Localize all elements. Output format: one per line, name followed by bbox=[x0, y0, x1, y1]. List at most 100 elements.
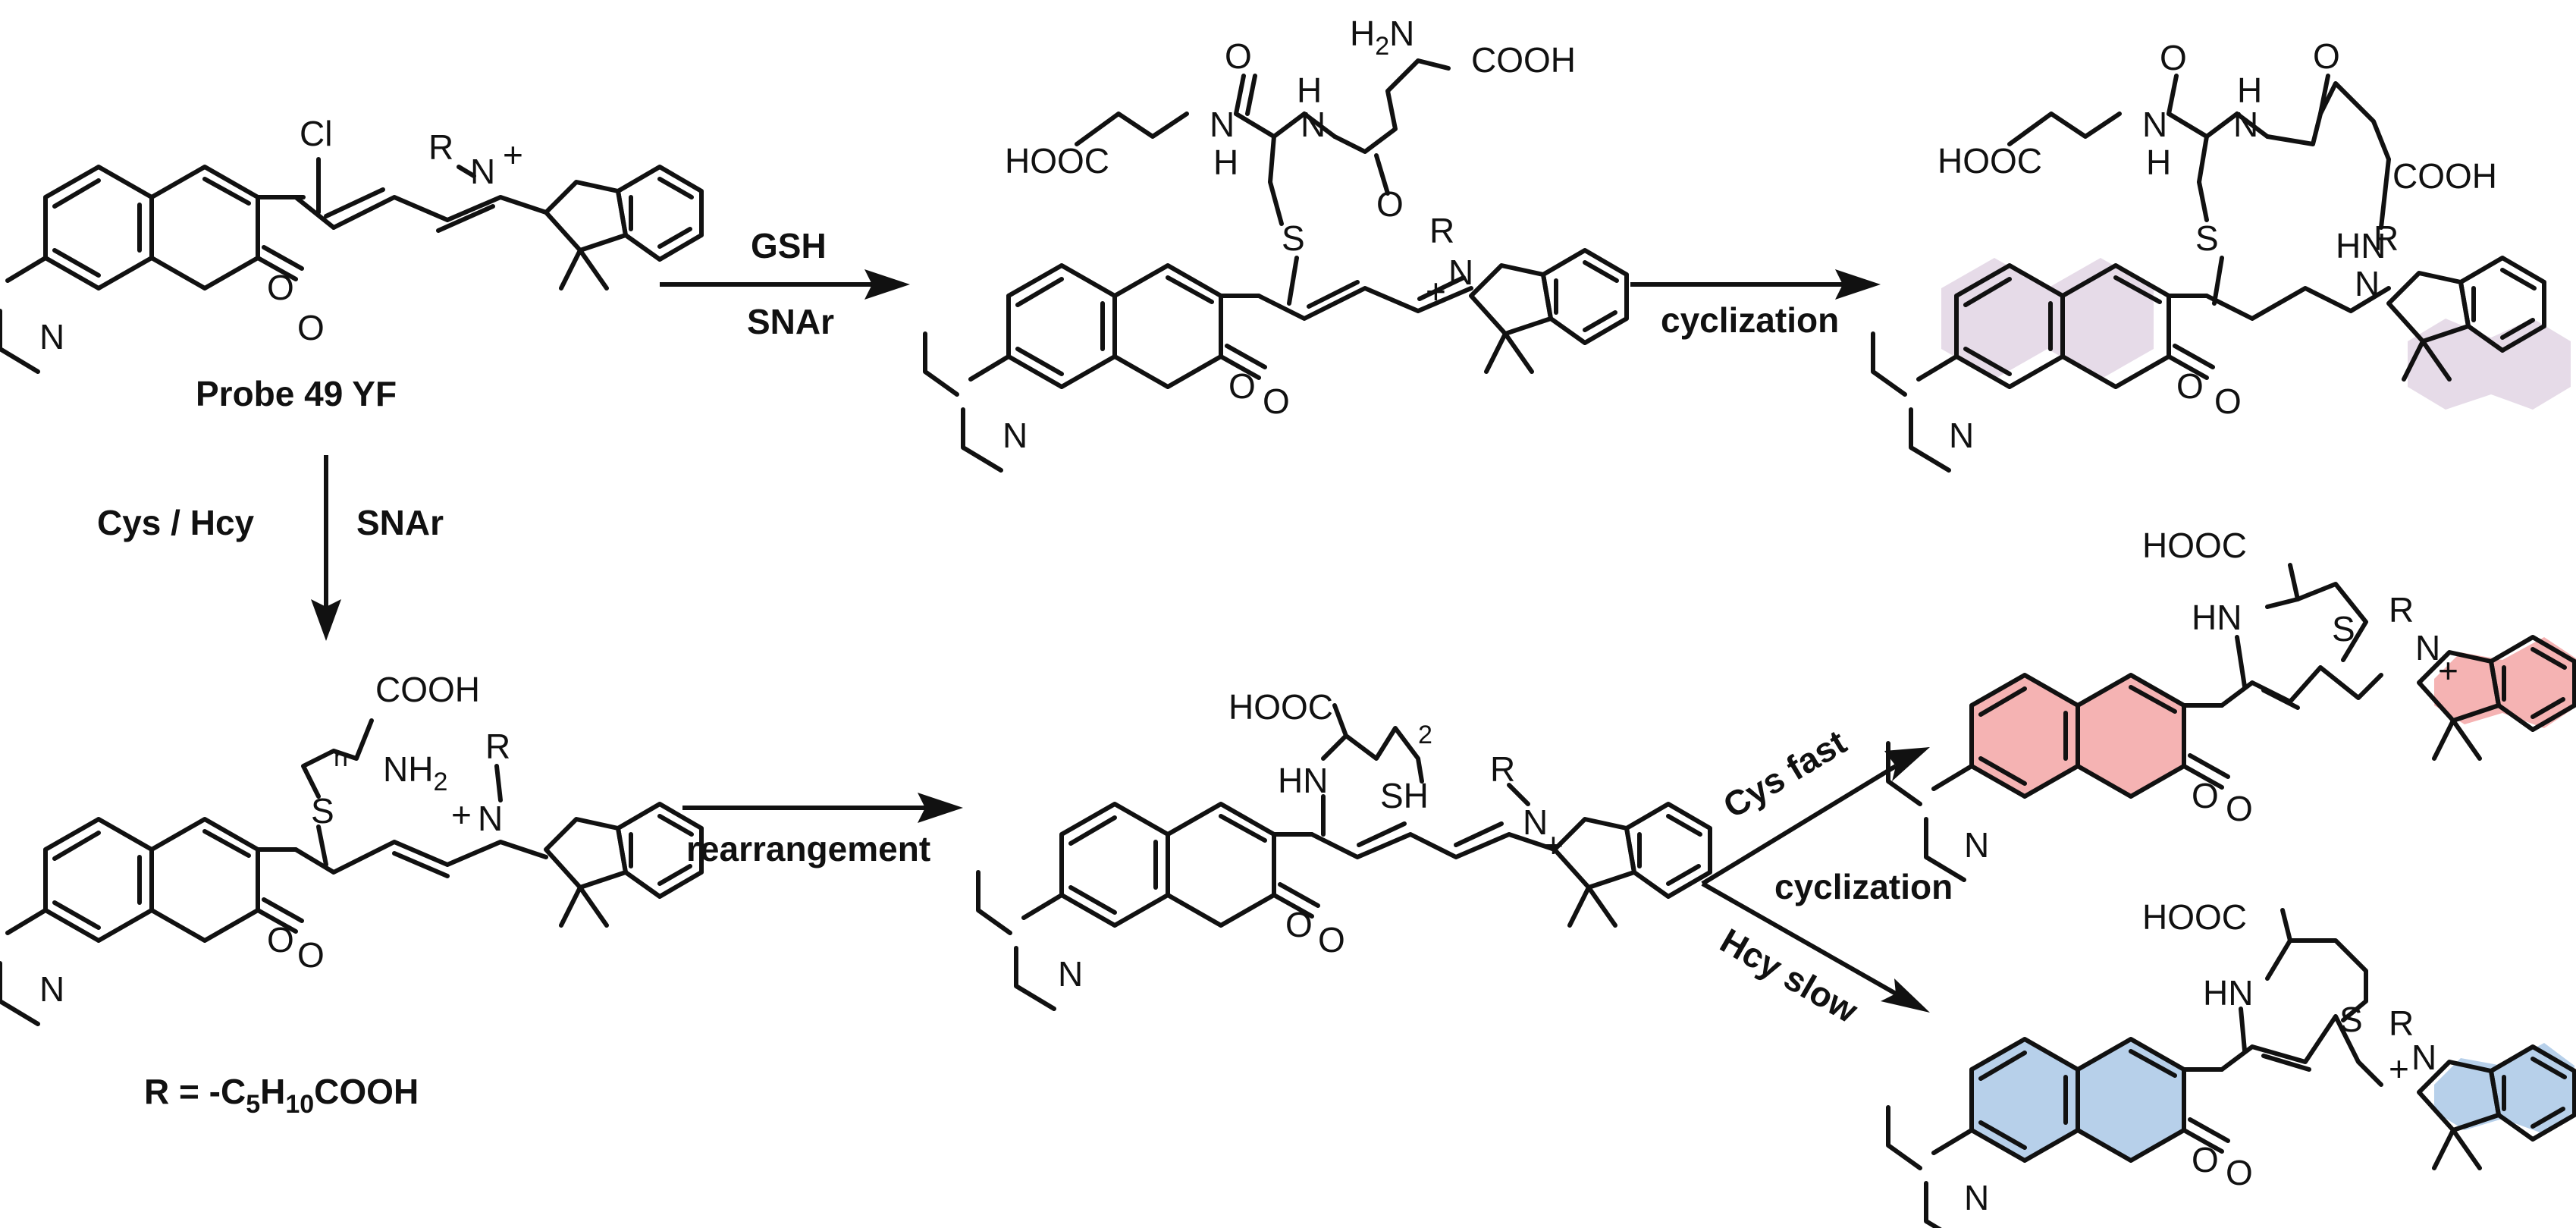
atom-n: N bbox=[39, 969, 64, 1009]
charge-plus: + bbox=[2438, 651, 2458, 690]
atom-r: R bbox=[485, 727, 510, 766]
atom-o: O bbox=[1263, 382, 1290, 421]
atom-o: O bbox=[2160, 38, 2187, 77]
atom-r: R bbox=[2389, 1003, 2414, 1043]
charge-plus: + bbox=[1543, 825, 1564, 865]
atom-s: S bbox=[2195, 218, 2219, 258]
label-sh: SH bbox=[1380, 776, 1429, 815]
cys-product-molecule: O O N HN S HOOC N + R bbox=[1888, 526, 2576, 880]
label-rearrangement: rearrangement bbox=[686, 829, 930, 868]
label-hn: HN bbox=[2192, 598, 2242, 637]
subscript-n: n bbox=[334, 743, 348, 772]
atom-n: N bbox=[1210, 105, 1235, 144]
atom-o: O bbox=[1285, 905, 1313, 944]
atom-o: O bbox=[297, 935, 325, 975]
atom-o: O bbox=[2192, 1140, 2219, 1179]
atom-n: N bbox=[478, 799, 503, 838]
atom-n: N bbox=[1523, 802, 1548, 842]
atom-r: R bbox=[428, 127, 453, 167]
atom-cl: Cl bbox=[300, 114, 332, 153]
label-hooc: HOOC bbox=[1937, 141, 2042, 181]
atom-n: N bbox=[1058, 954, 1083, 994]
atom-o: O bbox=[1228, 366, 1256, 406]
label-hooc: HOOC bbox=[2142, 526, 2247, 565]
atom-h: H bbox=[2237, 71, 2262, 110]
atom-h: H bbox=[1213, 143, 1238, 182]
label-cyclization-top: cyclization bbox=[1661, 300, 1839, 340]
atom-h: H bbox=[1297, 71, 1322, 110]
atom-n: N bbox=[470, 152, 495, 191]
label-hn: HN bbox=[1278, 761, 1328, 800]
label-hooc: HOOC bbox=[2142, 897, 2247, 937]
atom-n: N bbox=[39, 317, 64, 356]
label-cooh: COOH bbox=[2392, 156, 2497, 196]
atom-o: O bbox=[1318, 920, 1345, 959]
atom-n: N bbox=[1964, 1178, 1989, 1217]
atom-n: N bbox=[2411, 1038, 2436, 1077]
atom-o: O bbox=[2214, 382, 2242, 421]
atom-r: R bbox=[2389, 590, 2414, 630]
gsh-cyclized-molecule: O O N S N R HN N H HOOC O N H O COOH bbox=[1873, 36, 2571, 470]
atom-r: R bbox=[1490, 749, 1515, 789]
atom-n: N bbox=[1301, 105, 1326, 144]
label-h2n: H2N bbox=[1350, 14, 1414, 61]
atom-o: O bbox=[2176, 366, 2204, 406]
arrow-gsh: GSH SNAr bbox=[660, 226, 910, 341]
atom-o: O bbox=[2226, 1153, 2253, 1192]
atom-r: R bbox=[2374, 218, 2399, 258]
label-snar-left: SNAr bbox=[356, 503, 444, 542]
atom-o: O bbox=[2226, 789, 2253, 828]
label-hn: HN bbox=[2203, 973, 2253, 1013]
label-gsh: GSH bbox=[751, 226, 827, 265]
atom-h: H bbox=[2146, 143, 2171, 182]
charge-plus: + bbox=[1426, 272, 1446, 311]
atom-o: O bbox=[1225, 36, 1252, 76]
charge-plus: + bbox=[451, 795, 472, 834]
label-hcy-slow: Hcy slow bbox=[1714, 921, 1865, 1031]
atom-o: O bbox=[2192, 776, 2219, 815]
arrow-branch: Cys fast cyclization Hcy slow bbox=[1701, 722, 1953, 1031]
probe-molecule: O O N Cl N + R Probe 49 YF bbox=[0, 114, 701, 413]
label-nh2: NH2 bbox=[383, 749, 447, 796]
atom-n: N bbox=[2355, 264, 2380, 303]
label-snar-top: SNAr bbox=[747, 302, 834, 341]
atom-n: N bbox=[2233, 105, 2258, 144]
label-hooc: HOOC bbox=[1005, 141, 1109, 181]
label-cooh: COOH bbox=[375, 670, 480, 709]
amine-intermediate-molecule: O O N HN HOOC 2 SH N + R bbox=[978, 687, 1710, 1009]
gsh-adduct-molecule: O O N S N + R N H HOOC O N H O H2N COOH bbox=[925, 14, 1627, 470]
atom-s: S bbox=[311, 791, 334, 831]
atom-n: N bbox=[1448, 253, 1473, 292]
atom-o: O bbox=[297, 308, 325, 347]
label-cooh: COOH bbox=[1471, 40, 1576, 80]
label-cys-fast: Cys fast bbox=[1716, 722, 1853, 826]
subscript-2: 2 bbox=[1418, 721, 1432, 749]
atom-o: O bbox=[2313, 36, 2340, 76]
atom-r: R bbox=[1429, 211, 1454, 250]
hcy-product-molecule: O O N HN S HOOC N + R bbox=[1888, 897, 2574, 1228]
atom-s: S bbox=[1282, 218, 1305, 258]
label-hooc: HOOC bbox=[1228, 687, 1333, 727]
arrow-rearrangement: rearrangement bbox=[682, 793, 963, 868]
charge-plus: + bbox=[2389, 1049, 2409, 1088]
atom-s: S bbox=[2339, 1000, 2363, 1039]
atom-o: O bbox=[1376, 184, 1404, 224]
atom-n: N bbox=[1964, 825, 1989, 865]
label-cyclization-right: cyclization bbox=[1774, 867, 1953, 906]
atom-o: O bbox=[267, 920, 294, 959]
atom-n: N bbox=[1949, 416, 1974, 455]
atom-s: S bbox=[2332, 609, 2355, 649]
thioether-molecule: O O N S N + R n COOH NH2 R = -C5H10COOH bbox=[0, 670, 701, 1119]
atom-n: N bbox=[2415, 628, 2440, 667]
charge-plus: + bbox=[503, 135, 523, 174]
label-cys-hcy: Cys / Hcy bbox=[97, 503, 255, 542]
r-definition: R = -C5H10COOH bbox=[144, 1072, 419, 1119]
arrow-cys-hcy: Cys / Hcy SNAr bbox=[97, 455, 444, 641]
arrow-cyclization-top: cyclization bbox=[1630, 269, 1881, 340]
atom-n: N bbox=[1002, 416, 1028, 455]
atom-n: N bbox=[2142, 105, 2167, 144]
label-hn: HN bbox=[2336, 226, 2386, 265]
atom-o: O bbox=[267, 268, 294, 307]
probe-label: Probe 49 YF bbox=[196, 374, 397, 413]
